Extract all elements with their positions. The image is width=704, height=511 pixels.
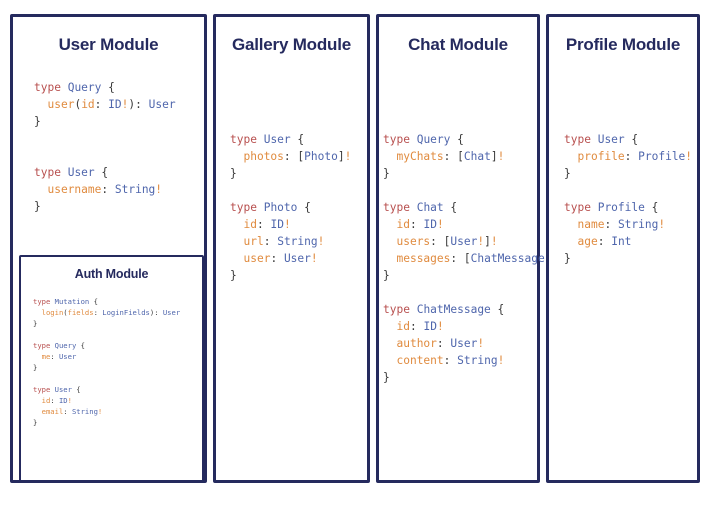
schema-code-chat-module: type Query { myChats: [Chat]! } type Cha… [383,133,558,384]
panel-title-user-module: User Module [58,35,159,54]
schema-code-auth-module: type Mutation { login(fields: LoginField… [33,297,181,427]
panel-auth-module[interactable]: Auth Module type Mutation { login(fields… [19,255,204,482]
panel-chat-module[interactable]: Chat Module type Query { myChats: [Chat]… [376,14,558,483]
panel-gallery-module[interactable]: Gallery Module type User { photos: [Phot… [213,14,370,483]
schema-code-gallery-module: type User { photos: [Photo]! } type Phot… [230,133,352,282]
panel-title-chat-module: Chat Module [408,35,508,54]
panel-title-profile-module: Profile Module [565,35,681,54]
schema-code-user-module: type Query { user(id: ID!): User } type … [34,81,176,213]
panel-profile-module[interactable]: Profile Module type User { profile: Prof… [546,14,700,483]
schema-code-profile-module: type User { profile: Profile! } type Pro… [564,133,693,265]
panel-title-auth-module: Auth Module [74,267,149,281]
panel-user-module[interactable]: User Module type Query { user(id: ID!): … [10,14,207,483]
panel-title-gallery-module: Gallery Module [231,35,352,54]
